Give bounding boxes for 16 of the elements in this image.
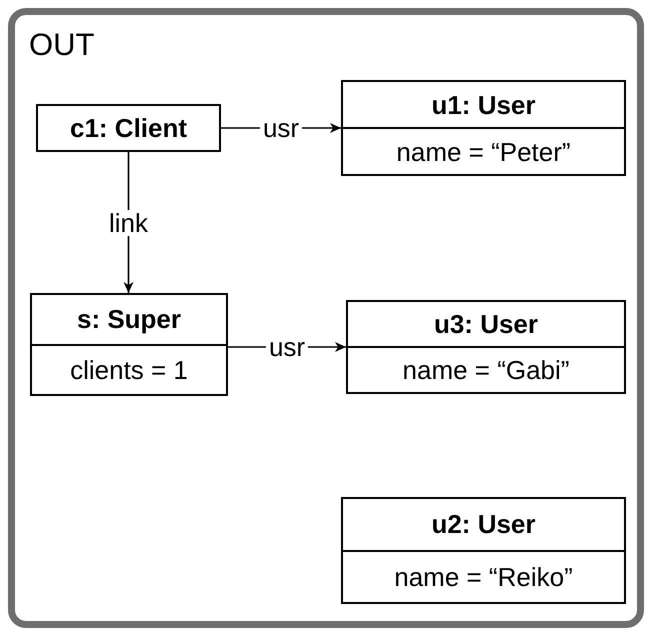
container-title: OUT xyxy=(29,29,94,60)
attribute-text: name = “Gabi” xyxy=(402,357,570,383)
object-name: u1: User xyxy=(431,92,536,118)
attribute-text: clients = 1 xyxy=(70,356,188,383)
object-name: c1: Client xyxy=(70,115,188,141)
attribute-text: name = “Reiko” xyxy=(394,564,573,590)
object-name: u3: User xyxy=(434,311,538,337)
container-frame xyxy=(8,8,644,628)
attribute-text: name = “Peter” xyxy=(396,138,571,164)
object-name: u2: User xyxy=(431,511,536,538)
object-box xyxy=(341,497,626,604)
object-name: s: Super xyxy=(76,306,182,332)
object-box xyxy=(346,300,626,394)
object-box xyxy=(30,293,228,396)
object-box xyxy=(36,104,221,152)
object-box xyxy=(341,80,626,176)
